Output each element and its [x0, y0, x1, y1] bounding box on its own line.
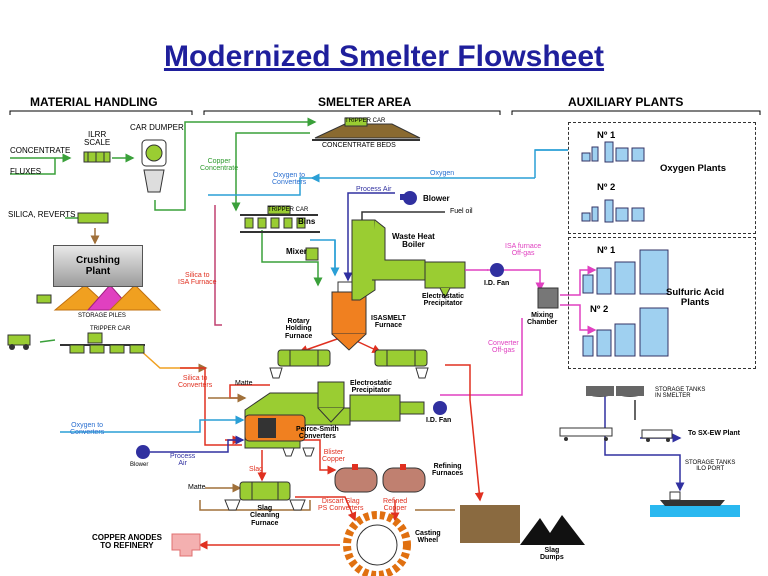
- oxygen-to-converters-label-1: Oxygen to Converters: [272, 172, 307, 187]
- ilrr-scale-icon: [83, 151, 111, 163]
- blower-2-icon: [136, 445, 150, 459]
- concentrate-beds-icon: [312, 117, 421, 141]
- esp-2-label: Electrostatic Precipitator: [350, 380, 393, 395]
- slag-dumps-label: Slag Dumps: [540, 547, 564, 562]
- copper-anodes-label: COPPER ANODES TO REFINERY: [92, 533, 162, 551]
- id-fan-1-icon: [490, 263, 504, 277]
- car-dumper-icon: [141, 139, 167, 193]
- mixing-chamber-icon: [537, 287, 559, 309]
- section-smelter-area: SMELTER AREA: [318, 95, 412, 109]
- tripper-car-label-2: TRIPPER CAR: [345, 118, 386, 124]
- rotary-holding-furnace-2-icon: [374, 349, 429, 379]
- process-air-label-1: Process Air: [356, 186, 392, 193]
- acid-plant-1-icon: [582, 249, 669, 295]
- oxygen-plant-1-icon: [581, 141, 645, 163]
- acid-plant-2-icon: [582, 307, 669, 357]
- tank-train-icon: [559, 427, 613, 441]
- storage-piles-icon: [36, 284, 162, 311]
- acid-no1-label: Nº 1: [597, 245, 616, 256]
- car-dumper-label: CAR DUMPER: [130, 123, 184, 132]
- id-fan-2-label: I.D. Fan: [426, 417, 452, 424]
- silica-to-isa-label: Silica to ISA Furnace: [178, 272, 217, 287]
- storage-piles-label: STORAGE PILES: [78, 313, 126, 319]
- section-brackets: [9, 110, 761, 115]
- loader-icon: [7, 334, 31, 350]
- concentrate-beds-label: CONCENTRATE BEDS: [322, 142, 396, 149]
- matte-label-2: Matte: [188, 484, 206, 491]
- refining-furnaces-icon: [334, 464, 426, 493]
- oxygen-no1-label: Nº 1: [597, 130, 616, 141]
- silica-reverts-label: SILICA, REVERTS: [8, 210, 76, 219]
- casting-wheel-label: Casting Wheel: [415, 530, 441, 545]
- ship-icon: [650, 491, 740, 517]
- storage-tanks-ilo-label: STORAGE TANKS ILO PORT: [685, 460, 736, 473]
- tripper-car-rail-1: [60, 332, 145, 354]
- mixer-icon: [305, 247, 319, 261]
- rotary-holding-furnace-icon: [269, 349, 331, 379]
- casting-wheel-icon: [343, 511, 411, 576]
- bins-label: Bins: [298, 217, 316, 226]
- refining-furnaces-label: Refining Furnaces: [432, 463, 464, 478]
- oxygen-plants-box: [568, 122, 756, 234]
- waste-heat-boiler-icon: [351, 219, 488, 301]
- fluxes-label: FLUXES: [10, 167, 42, 176]
- converter-offgas-label: Converter Off-gas: [488, 340, 519, 355]
- mixer-label: Mixer: [286, 247, 307, 256]
- blower-1-icon: [400, 191, 417, 205]
- oxygen-no2-label: Nº 2: [597, 182, 616, 193]
- storage-tanks-smelter-icon: [586, 386, 644, 397]
- slag-label: Slag: [249, 466, 264, 473]
- copper-concentrate-label: Copper Concentrate: [200, 158, 239, 173]
- waste-heat-boiler-label: Waste Heat Boiler: [392, 232, 435, 250]
- slag-cleaning-furnace-icon: [224, 481, 306, 511]
- oxygen-to-converters-label-2: Oxygen to Converters: [70, 422, 105, 437]
- esp-1-label: Electrostatic Precipitator: [422, 293, 465, 308]
- discart-slag-label: Discart Slag PS Converters: [318, 498, 364, 513]
- refined-copper-label: Refined Copper: [383, 498, 408, 513]
- tripper-car-label-1: TRIPPER CAR: [90, 326, 131, 332]
- silica-to-converters-label: Silica to Converters: [178, 375, 213, 390]
- oxygen-plants-label: Oxygen Plants: [660, 163, 726, 174]
- concentrate-label: CONCENTRATE: [10, 146, 71, 155]
- fuel-oil-label: Fuel oil: [450, 208, 473, 215]
- id-fan-2-icon: [433, 401, 447, 415]
- blower-label-1: Blower: [423, 194, 450, 203]
- sulfuric-acid-plants-label: Sulfuric Acid Plants: [666, 287, 725, 309]
- bins-icon: [240, 205, 320, 233]
- silica-scale-icon: [77, 212, 109, 224]
- acid-no2-label: Nº 2: [590, 304, 609, 315]
- slag-dumps-icon: [460, 505, 585, 545]
- section-auxiliary-plants: AUXILIARY PLANTS: [568, 95, 684, 109]
- rotary-holding-label: Rotary Holding Furnace: [285, 318, 313, 340]
- storage-tanks-smelter-label: STORAGE TANKS IN SMELTER: [655, 387, 706, 400]
- peirce-smith-label: Peirce-Smith Converters: [296, 426, 339, 441]
- tripper-car-label-3: TRIPPER CAR: [268, 207, 309, 213]
- process-air-label-2: Process Air: [170, 453, 196, 468]
- ilrr-scale-label: ILRR SCALE: [84, 130, 111, 148]
- slag-cleaning-label: Slag Cleaning Furnace: [250, 505, 280, 527]
- section-material-handling: MATERIAL HANDLING: [30, 95, 158, 109]
- material-handling-flows: [10, 117, 317, 373]
- sulfuric-acid-plants-box: [568, 237, 756, 369]
- crushing-plant: Crushing Plant: [53, 245, 143, 287]
- copper-anodes-icon: [171, 533, 201, 557]
- id-fan-1-label: I.D. Fan: [484, 280, 510, 287]
- isa-offgas-label: ISA furnace Off-gas: [505, 243, 542, 258]
- peirce-smith-converter-icon: [244, 381, 425, 457]
- oxygen-label: Oxygen: [430, 170, 455, 177]
- isasmelt-label: ISASMELT Furnace: [371, 315, 406, 330]
- oxygen-plant-2-icon: [581, 199, 645, 223]
- matte-label-1: Matte: [235, 380, 253, 387]
- to-sx-ew-label: To SX-EW Plant: [688, 430, 740, 437]
- blower-label-2: Blower: [130, 462, 149, 468]
- mixing-chamber-label: Mixing Chamber: [527, 312, 558, 327]
- tank-truck-icon: [641, 429, 673, 442]
- blister-copper-label: Blister Copper: [322, 449, 345, 464]
- page-title: Modernized Smelter Flowsheet: [163, 40, 605, 73]
